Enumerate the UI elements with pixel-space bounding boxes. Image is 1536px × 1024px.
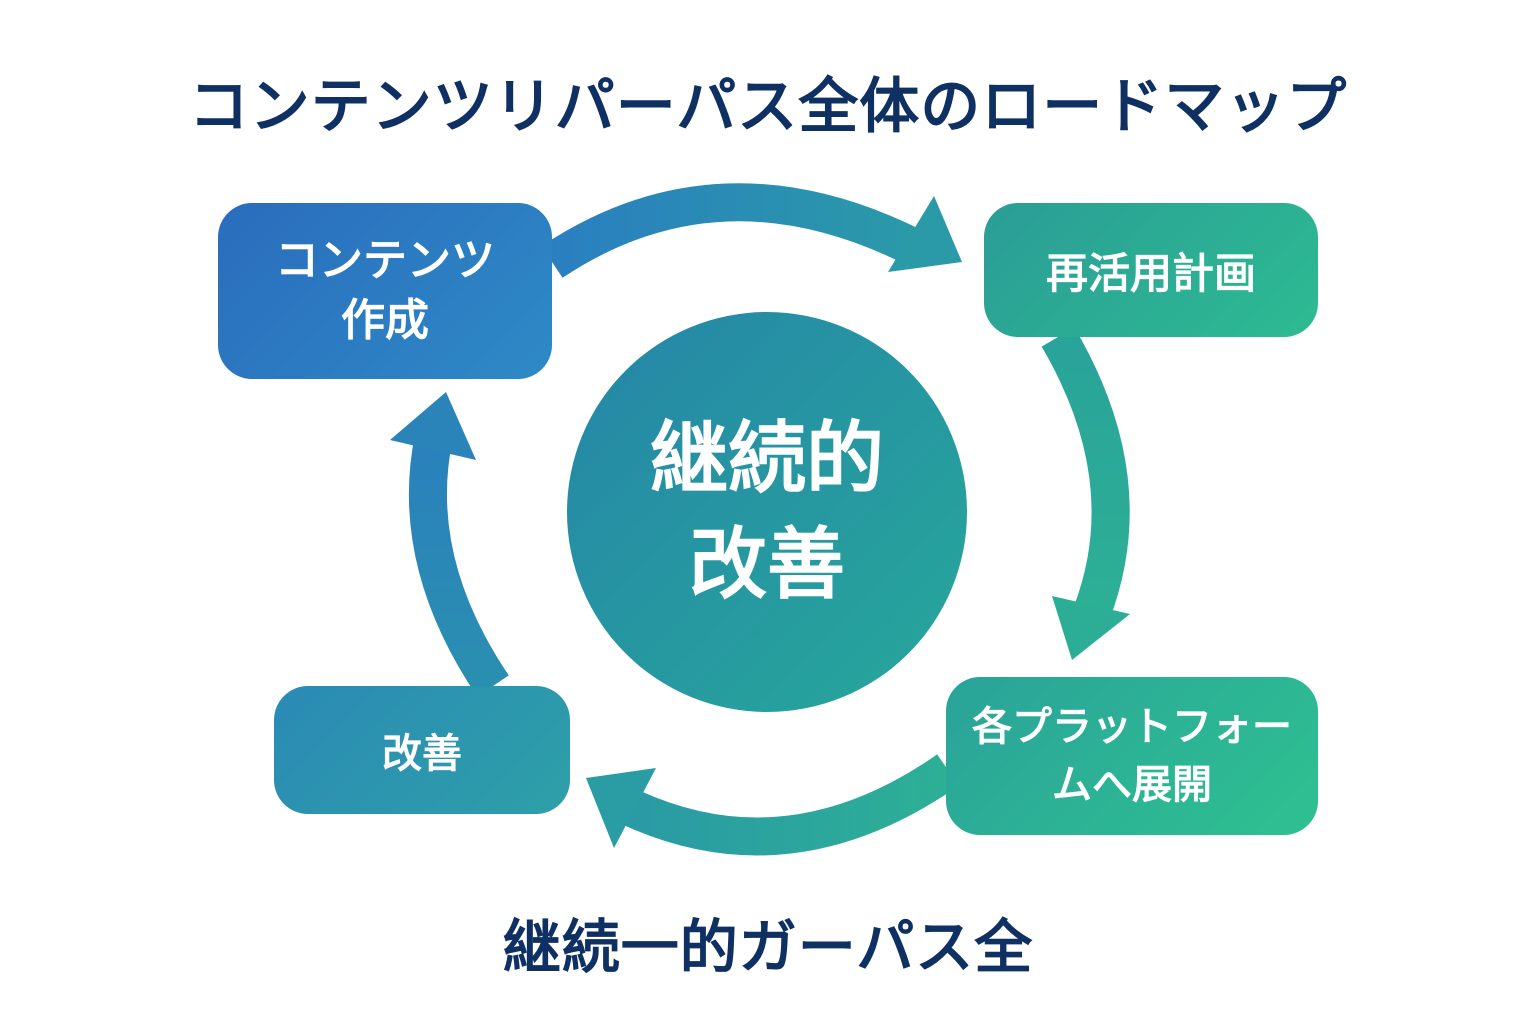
center-line1: 継続的 — [649, 414, 884, 504]
node-content-creation-line1: コンテンツ — [275, 235, 495, 286]
arrow-create-to-plan — [541, 183, 962, 278]
node-improvement: 改善 — [274, 686, 570, 814]
center-continuous-improvement: 継続的 改善 — [567, 312, 967, 712]
page-title: コンテンツリパーパス全体のロードマップ — [188, 72, 1348, 142]
node-platform-deploy: 各プラットフォー ムへ展開 — [946, 677, 1318, 835]
node-reuse-plan: 再活用計画 — [984, 203, 1318, 337]
center-line2: 改善 — [688, 520, 845, 610]
arrow-improve-to-create — [390, 392, 509, 697]
footer-caption: 継続一的ガーパス全 — [502, 913, 1034, 981]
node-improvement-label: 改善 — [382, 731, 462, 777]
node-content-creation: コンテンツ 作成 — [218, 203, 552, 379]
arrow-plan-to-deploy — [1041, 327, 1130, 660]
node-reuse-plan-label: 再活用計画 — [1045, 248, 1256, 298]
node-content-creation-line2: 作成 — [341, 295, 429, 346]
node-platform-deploy-line1: 各プラットフォー — [972, 704, 1292, 750]
node-platform-deploy-line2: ムへ展開 — [1052, 762, 1212, 808]
arrow-deploy-to-improve — [586, 754, 959, 856]
